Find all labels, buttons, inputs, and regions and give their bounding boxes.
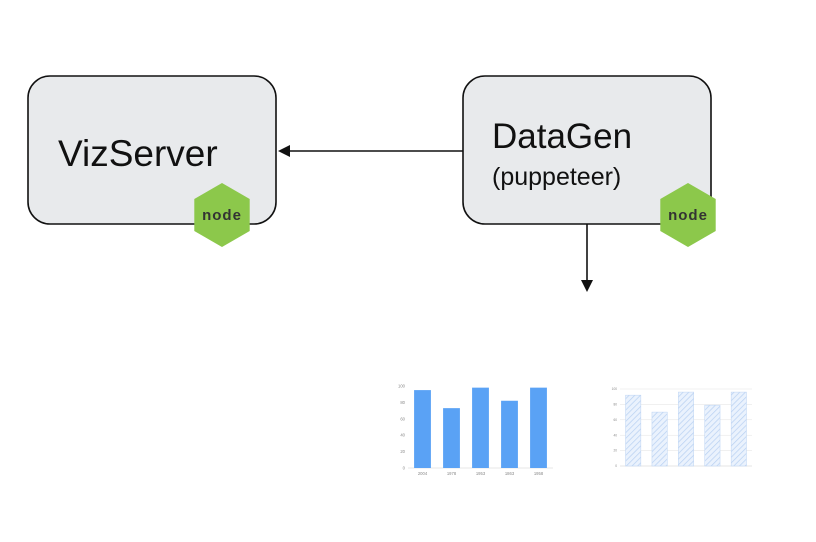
bar [651,411,668,467]
bar [730,391,747,467]
vizserver-title: VizServer [58,133,218,174]
y-tick-label: 80 [400,400,405,405]
y-tick-label: 60 [613,418,617,422]
y-tick-label: 0 [403,465,406,470]
y-tick-label: 100 [612,387,618,391]
x-tick-label: 1978 [447,471,457,476]
vizserver-node: VizServer node [27,75,277,247]
nodejs-icon: node [660,183,716,247]
datagen-title: DataGen [492,117,632,156]
vizserver-box [27,75,277,225]
bar [472,387,489,468]
datagen-subtitle: (puppeteer) [492,163,621,191]
y-tick-label: 80 [613,403,617,407]
x-tick-label: 1953 [476,471,486,476]
bar [501,400,518,468]
bar [678,391,694,467]
nodejs-icon: node [194,183,250,247]
datagen-node: DataGen (puppeteer) node [462,75,716,247]
nodejs-icon-label: node [668,207,708,224]
solid-bar-chart-thumbnail: 0 20 40 60 80 100 2004 1978 1953 1863 1958 [398,383,553,476]
y-tick-label: 40 [613,433,617,437]
x-tick-label: 1863 [505,471,515,476]
y-tick-label: 0 [615,464,617,468]
bar [530,387,547,468]
bar [443,408,460,468]
y-tick-label: 60 [400,416,405,421]
y-tick-label: 40 [400,433,405,438]
x-tick-label: 1958 [534,471,544,476]
bar [704,404,721,467]
y-tick-label: 20 [400,449,405,454]
bar [625,394,642,467]
hatched-bar-chart-thumbnail: 0 20 40 60 80 100 [612,387,752,468]
y-tick-label: 20 [613,449,617,453]
x-tick-label: 2004 [418,471,428,476]
y-tick-label: 100 [398,383,406,388]
nodejs-icon-label: node [202,207,242,224]
bar [414,390,431,468]
